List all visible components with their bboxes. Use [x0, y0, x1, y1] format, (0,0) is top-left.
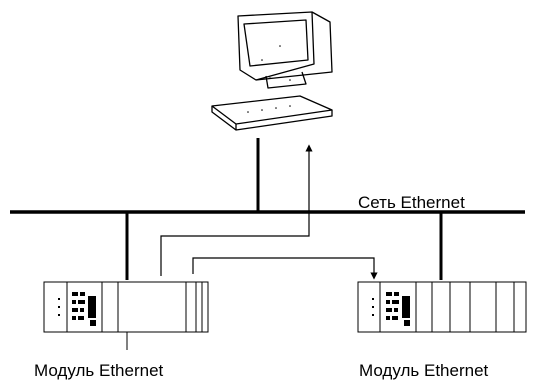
left-plc-rack — [43, 281, 209, 350]
monitor — [237, 11, 333, 81]
computer-icon — [211, 11, 333, 131]
right-plc-rack — [357, 281, 527, 333]
left-module-label: Модуль Ethernet — [34, 361, 164, 380]
network-label: Сеть Ethernet — [358, 193, 465, 212]
monitor-screen — [243, 19, 309, 67]
keyboard — [211, 95, 333, 125]
data-path-module-to-module — [192, 257, 378, 280]
data-path-to-computer — [160, 144, 313, 276]
right-module-label: Модуль Ethernet — [359, 361, 489, 380]
